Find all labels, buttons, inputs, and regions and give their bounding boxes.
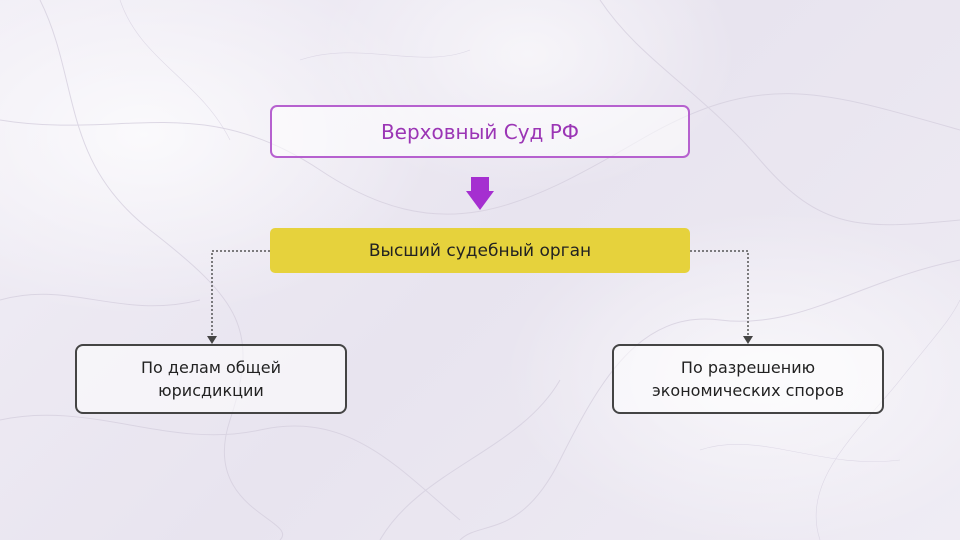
- economic-disputes-box: По разрешению экономических споров: [612, 344, 884, 414]
- supreme-court-box: Верховный Суд РФ: [270, 105, 690, 158]
- right-connector: [690, 250, 749, 337]
- general-jurisdiction-line1: По делам общей: [141, 358, 281, 377]
- down-arrow-icon: [466, 177, 494, 210]
- highest-judicial-body-box: Высший судебный орган: [270, 228, 690, 273]
- general-jurisdiction-line2: юрисдикции: [158, 381, 264, 400]
- economic-disputes-line1: По разрешению: [680, 358, 816, 377]
- highest-judicial-body-label: Высший судебный орган: [368, 240, 592, 261]
- left-connector: [211, 250, 270, 337]
- economic-disputes-line2: экономических споров: [651, 381, 845, 400]
- general-jurisdiction-box: По делам общей юрисдикции: [75, 344, 347, 414]
- left-connector-arrowhead: [207, 336, 217, 344]
- supreme-court-label: Верховный Суд РФ: [380, 119, 580, 144]
- right-connector-arrowhead: [743, 336, 753, 344]
